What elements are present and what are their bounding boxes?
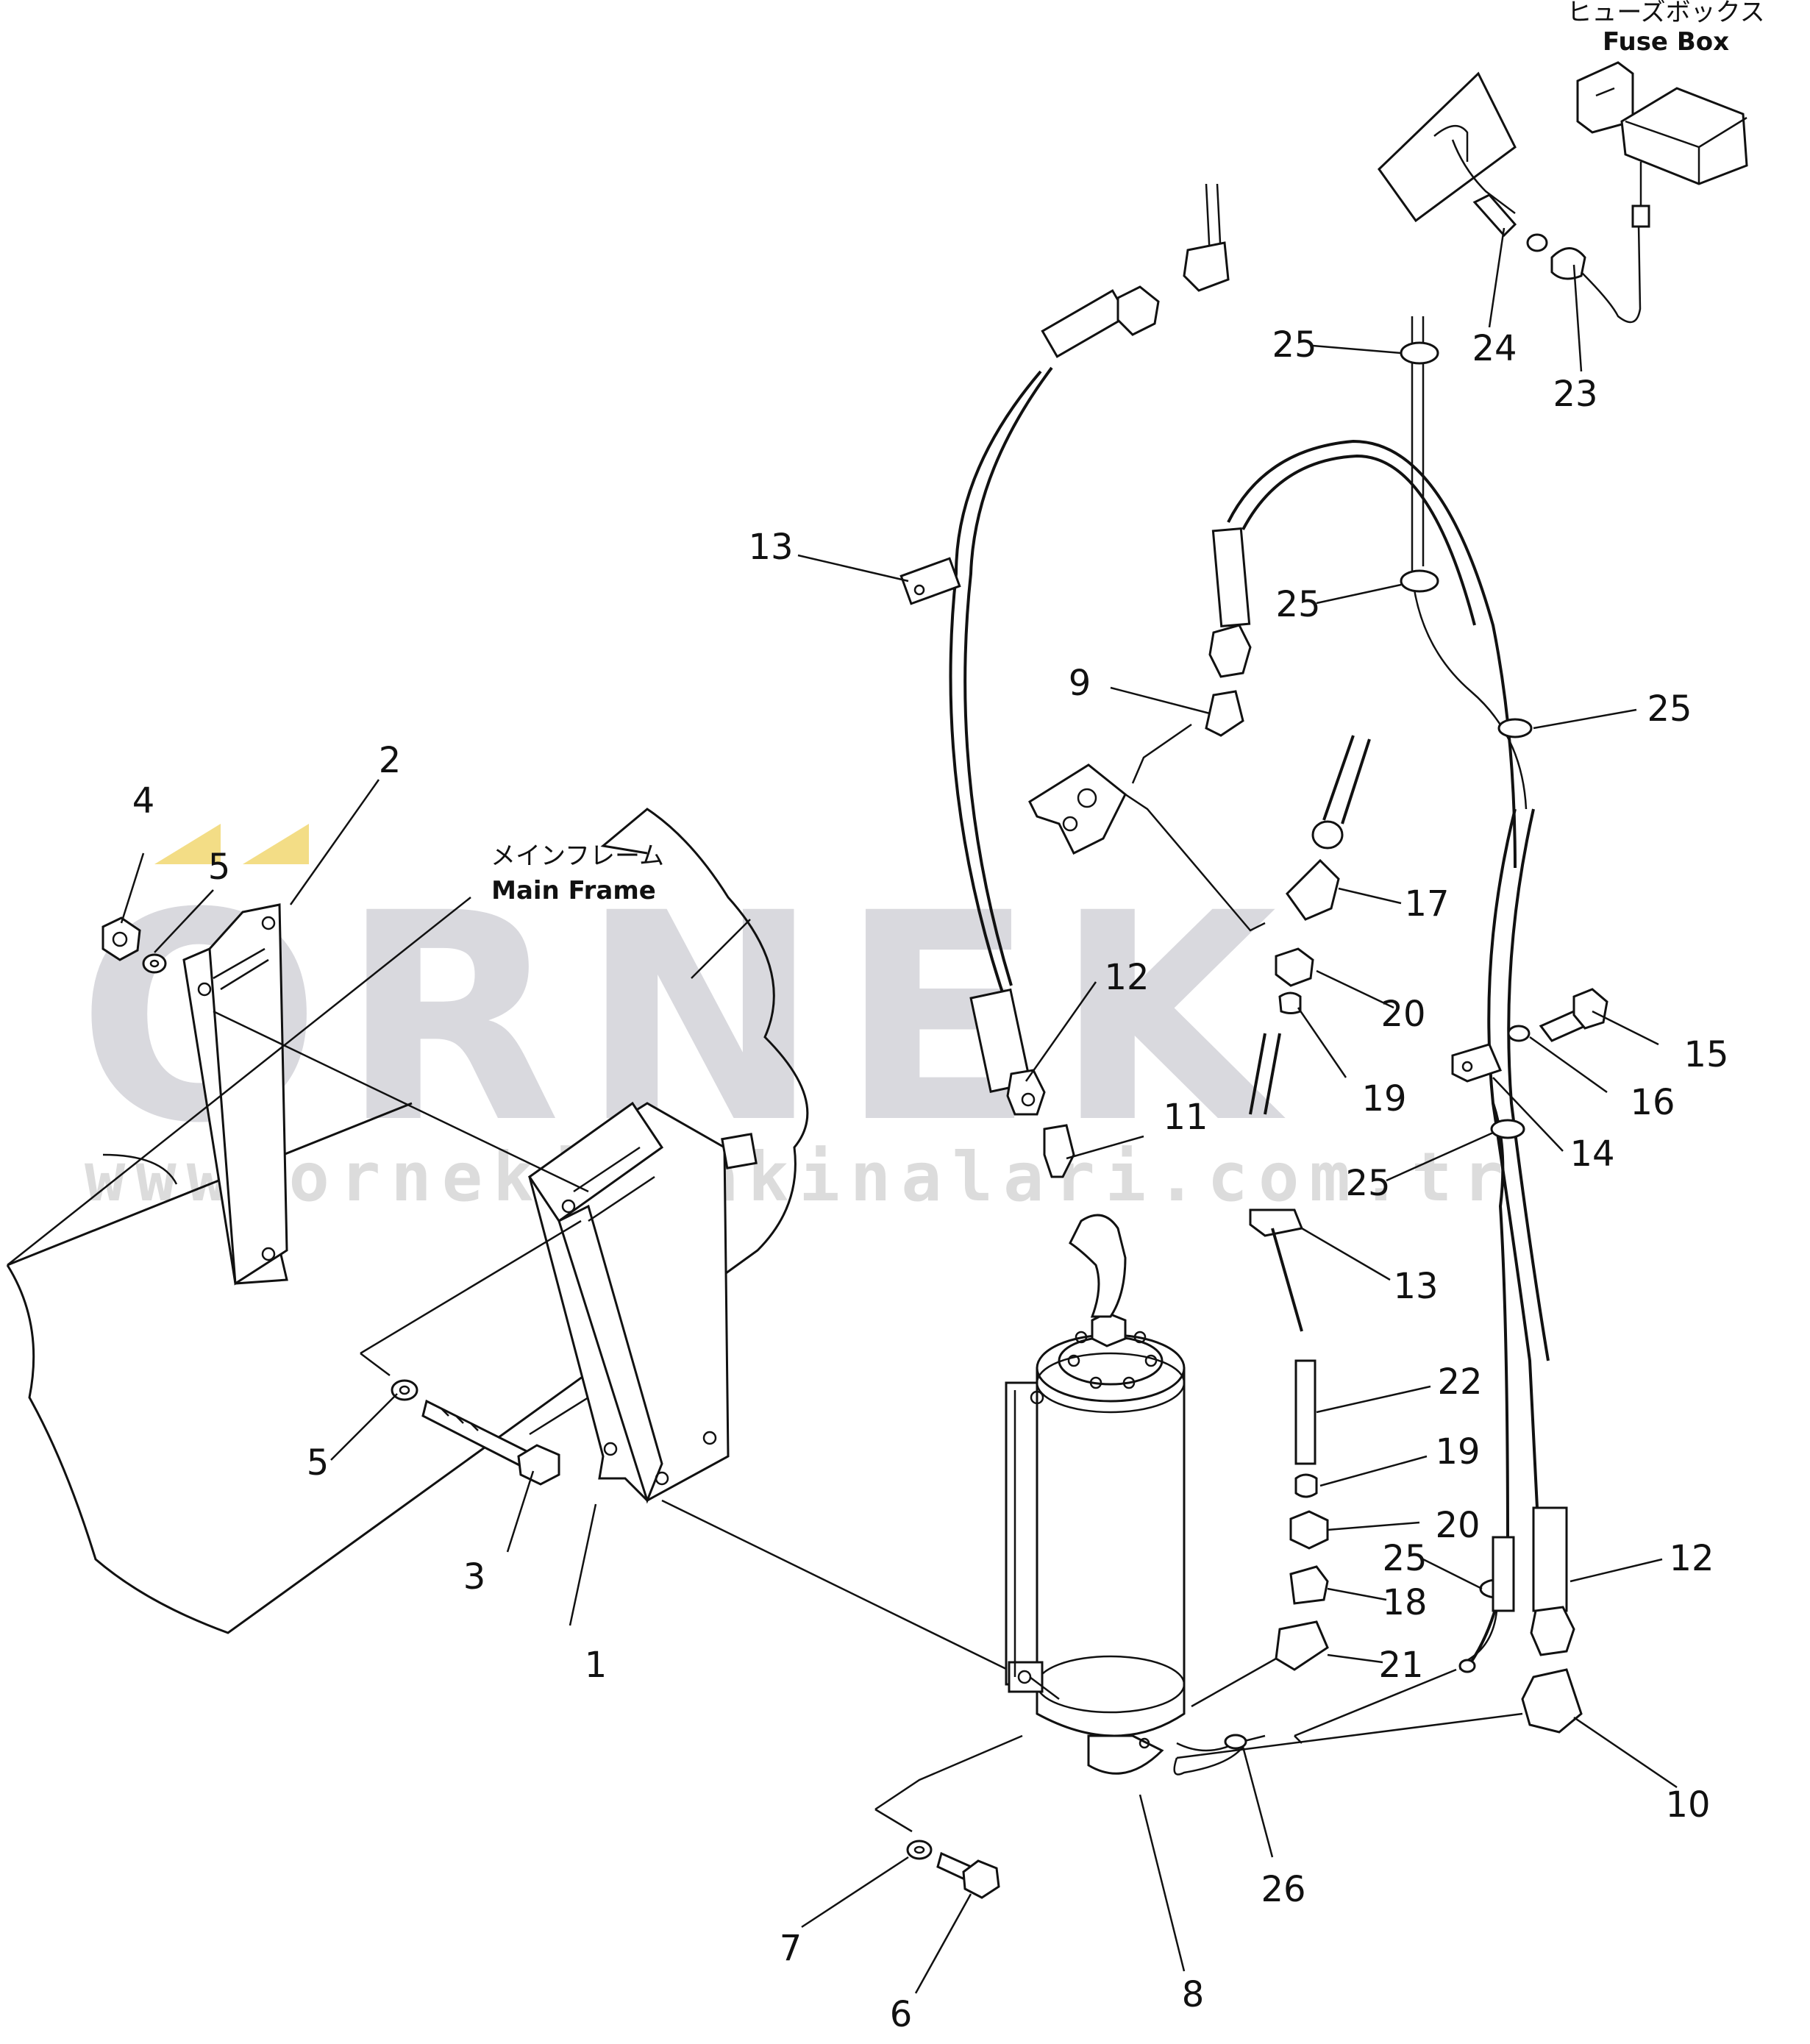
callout-7: 7 [780, 1928, 802, 1969]
callout-20-top: 20 [1380, 994, 1425, 1035]
fitting-11 [1043, 1124, 1075, 1178]
callout-13-top: 13 [748, 527, 793, 568]
fuse-box-label-en: Fuse Box [1603, 27, 1729, 57]
hose-left [899, 183, 1230, 1178]
callout-25-d: 25 [1345, 1163, 1390, 1204]
fasteners-left [101, 916, 560, 1486]
washer-7 [906, 1840, 933, 1860]
callout-2: 2 [379, 740, 402, 781]
main-frame [6, 808, 809, 1634]
callout-3: 3 [463, 1556, 486, 1598]
callout-11: 11 [1163, 1097, 1208, 1138]
callout-numbers: 1 2 3 4 5 5 6 7 8 9 10 11 12 12 13 13 14… [132, 324, 1729, 2035]
hose-right [1173, 316, 1608, 1776]
washer-16 [1507, 1025, 1531, 1042]
elbow-21 [1275, 1620, 1329, 1671]
tube-22 [1294, 1359, 1316, 1465]
callout-25-b: 25 [1275, 584, 1320, 625]
watermark-accent-right [243, 824, 309, 864]
fuse-box-harness [1378, 61, 1748, 324]
hose-12-end [1532, 1506, 1568, 1612]
callout-19-bottom: 19 [1435, 1431, 1480, 1473]
sleeve-19-bottom [1294, 1473, 1318, 1498]
annotations: ヒューズボックス Fuse Box メインフレーム Main Frame [491, 0, 1765, 905]
main-frame-label-en: Main Frame [491, 876, 656, 905]
fasteners-bottom [906, 1840, 1000, 1899]
accumulator-tank [874, 1214, 1266, 1833]
callout-12-left: 12 [1104, 957, 1149, 998]
nut-20-bottom [1289, 1510, 1329, 1550]
callout-25-a: 25 [1272, 324, 1316, 366]
fuse-box-large [1620, 87, 1748, 185]
callout-5-top: 5 [208, 847, 231, 888]
connector-23 [1550, 247, 1586, 280]
clamp-14 [1451, 1043, 1503, 1083]
callout-21: 21 [1378, 1645, 1423, 1686]
elbow-10 [1521, 1668, 1583, 1734]
main-frame-label-jp: メインフレーム [491, 841, 664, 871]
callout-4: 4 [132, 780, 155, 822]
callout-9: 9 [1069, 663, 1091, 704]
callout-19-top: 19 [1361, 1078, 1406, 1119]
callout-22: 22 [1437, 1361, 1482, 1403]
bolt-3 [421, 1399, 531, 1470]
sleeve-19-top [1278, 991, 1302, 1014]
nut-20-top [1275, 947, 1314, 987]
callout-14: 14 [1570, 1133, 1614, 1175]
hose-middle [1028, 439, 1517, 1708]
clamp-13-lower [1249, 1208, 1304, 1237]
leader-lines [120, 227, 1678, 1994]
callout-23: 23 [1553, 374, 1597, 415]
assembly-lines-left [7, 897, 1008, 1671]
callout-20-bottom: 20 [1435, 1505, 1480, 1546]
callout-18: 18 [1382, 1582, 1427, 1623]
callout-25-c: 25 [1647, 688, 1692, 730]
fitting-17 [1286, 858, 1340, 921]
callout-6: 6 [890, 1994, 913, 2035]
callout-1: 1 [585, 1645, 608, 1686]
callout-13-lower: 13 [1393, 1266, 1438, 1307]
callout-25-e: 25 [1382, 1538, 1427, 1579]
callout-10: 10 [1665, 1784, 1710, 1826]
connector-24 [1472, 193, 1517, 238]
washer-5-bottom [391, 1379, 418, 1401]
bracket-plate [182, 903, 288, 1286]
callout-5-bottom: 5 [307, 1442, 329, 1484]
watermark-accent-left [154, 824, 221, 864]
watermark-url: www.ornekismakinalari.com.tr [85, 1138, 1514, 1217]
callout-15: 15 [1683, 1034, 1728, 1075]
connector-26 [1224, 1734, 1247, 1750]
callout-26: 26 [1261, 1869, 1305, 1910]
callout-8: 8 [1182, 1974, 1205, 2015]
bracket [527, 1101, 758, 1504]
fuse-box-label-jp: ヒューズボックス [1567, 0, 1764, 27]
callout-16: 16 [1630, 1082, 1675, 1123]
nut-4 [101, 916, 141, 961]
washer-5-top [142, 953, 167, 974]
fitting-18 [1289, 1565, 1329, 1605]
callout-24: 24 [1472, 328, 1517, 369]
callout-12-right: 12 [1669, 1538, 1714, 1579]
callout-17: 17 [1404, 883, 1449, 925]
